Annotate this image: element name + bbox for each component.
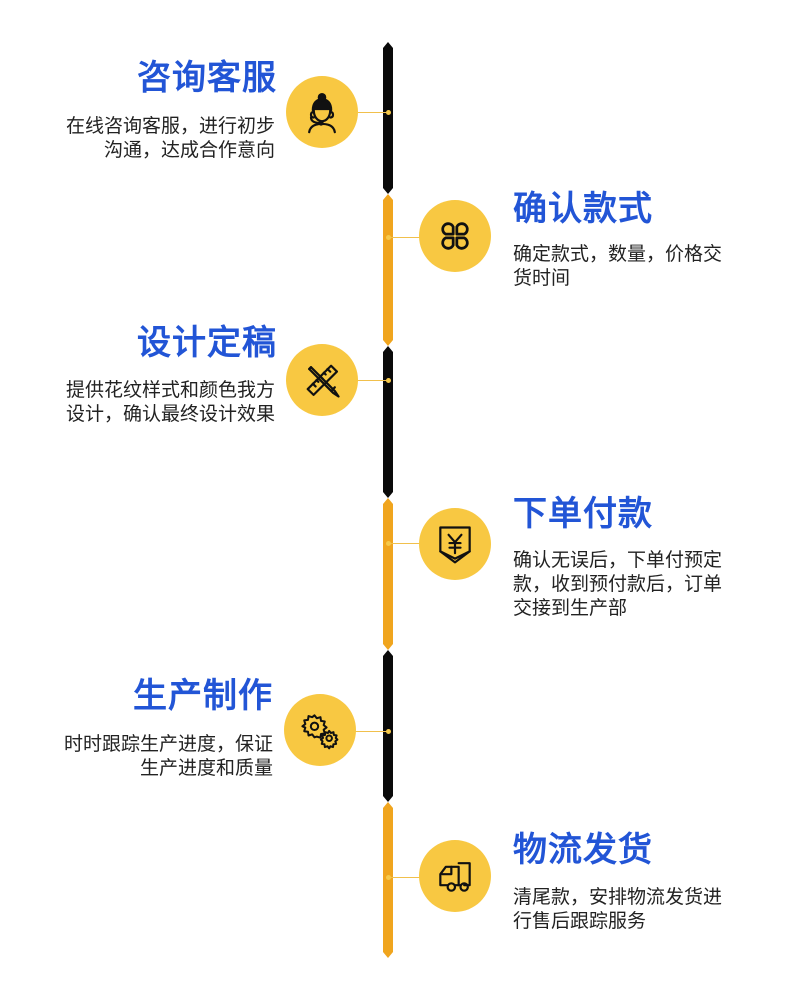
four-petal-grid-icon bbox=[441, 222, 469, 250]
step-title: 物流发货 bbox=[513, 830, 653, 870]
pencil-ruler-icon bbox=[306, 364, 340, 398]
step-description: 在线咨询客服，进行初步沟通，达成合作意向 bbox=[65, 115, 275, 161]
yen-payment-icon bbox=[439, 526, 471, 564]
step-icon-circle bbox=[286, 76, 358, 148]
gears-icon bbox=[301, 714, 339, 750]
customer-service-icon bbox=[308, 93, 336, 134]
step-title: 设计定稿 bbox=[137, 323, 277, 363]
step-connector bbox=[355, 731, 388, 732]
step-connector bbox=[389, 543, 421, 544]
timeline-dot bbox=[386, 378, 391, 383]
step-icon-circle bbox=[419, 508, 491, 580]
timeline-dot bbox=[386, 110, 391, 115]
timeline-dot bbox=[386, 541, 391, 546]
step-description: 确认无误后，下单付预定款，收到预付款后，订单交接到生产部 bbox=[513, 549, 723, 619]
step-connector bbox=[358, 112, 388, 113]
step-connector bbox=[358, 380, 388, 381]
step-icon-circle bbox=[419, 200, 491, 272]
timeline-dot bbox=[386, 235, 391, 240]
timeline-dot bbox=[386, 875, 391, 880]
timeline-segment-3 bbox=[383, 346, 393, 498]
timeline-dot bbox=[386, 729, 391, 734]
step-title: 生产制作 bbox=[133, 676, 273, 716]
step-title: 下单付款 bbox=[513, 494, 653, 534]
step-title: 确认款式 bbox=[513, 189, 653, 229]
step-description: 确定款式，数量，价格交货时间 bbox=[513, 243, 723, 289]
step-icon-circle bbox=[419, 840, 491, 912]
timeline-segment-6 bbox=[383, 802, 393, 958]
step-icon-circle bbox=[286, 344, 358, 416]
step-connector bbox=[389, 237, 421, 238]
timeline-segment-2 bbox=[383, 194, 393, 346]
timeline-segment-4 bbox=[383, 498, 393, 650]
step-description: 时时跟踪生产进度，保证生产进度和质量 bbox=[63, 733, 273, 779]
step-title: 咨询客服 bbox=[137, 58, 277, 98]
step-connector bbox=[389, 877, 421, 878]
timeline-segment-5 bbox=[383, 650, 393, 802]
step-description: 提供花纹样式和颜色我方设计，确认最终设计效果 bbox=[65, 379, 275, 425]
timeline-segment-1 bbox=[383, 42, 393, 194]
step-icon-circle bbox=[284, 694, 356, 766]
step-description: 清尾款，安排物流发货进行售后跟踪服务 bbox=[513, 886, 723, 932]
delivery-truck-icon bbox=[439, 862, 471, 892]
